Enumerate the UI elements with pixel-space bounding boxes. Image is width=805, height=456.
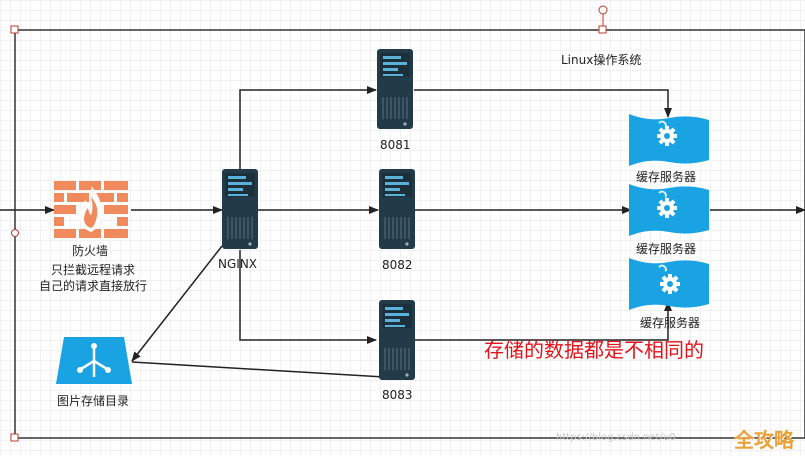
connectors bbox=[0, 86, 805, 378]
cache-server-icon-3 bbox=[629, 258, 709, 310]
storage-directory-label: 图片存储目录 bbox=[57, 394, 130, 408]
server-8083-label: 8083 bbox=[382, 388, 413, 402]
firewall-desc-line-1: 只拦截远程请求 bbox=[50, 263, 135, 277]
brand-logo-text: 全攻略 bbox=[734, 428, 794, 452]
server-8081-label: 8081 bbox=[380, 138, 411, 152]
server-8083-icon bbox=[379, 300, 415, 380]
cache-server-label-2: 缓存服务器 bbox=[636, 242, 697, 256]
cache-server-label-1: 缓存服务器 bbox=[636, 170, 697, 184]
firewall-description: 只拦截远程请求 自己的请求直接放行 bbox=[33, 262, 153, 294]
firewall-desc-line-2: 自己的请求直接放行 bbox=[38, 279, 147, 293]
nginx-label: NGINX bbox=[218, 257, 258, 271]
cache-server-icon-1 bbox=[629, 114, 709, 166]
nginx-server-icon bbox=[222, 169, 258, 249]
firewall-icon bbox=[54, 181, 128, 238]
storage-directory-icon bbox=[56, 337, 132, 384]
data-difference-annotation: 存储的数据都是不相同的 bbox=[484, 338, 704, 362]
linux-os-title: Linux操作系统 bbox=[561, 53, 642, 67]
watermark-text: https://blog.csdn.net/u0 bbox=[556, 432, 676, 443]
cache-server-label-3: 缓存服务器 bbox=[640, 316, 701, 330]
server-8082-label: 8082 bbox=[382, 258, 413, 272]
server-8081-icon bbox=[377, 49, 413, 129]
firewall-label: 防火墙 bbox=[72, 244, 109, 258]
cache-server-icon-2 bbox=[629, 184, 709, 236]
server-8082-icon bbox=[379, 169, 415, 249]
